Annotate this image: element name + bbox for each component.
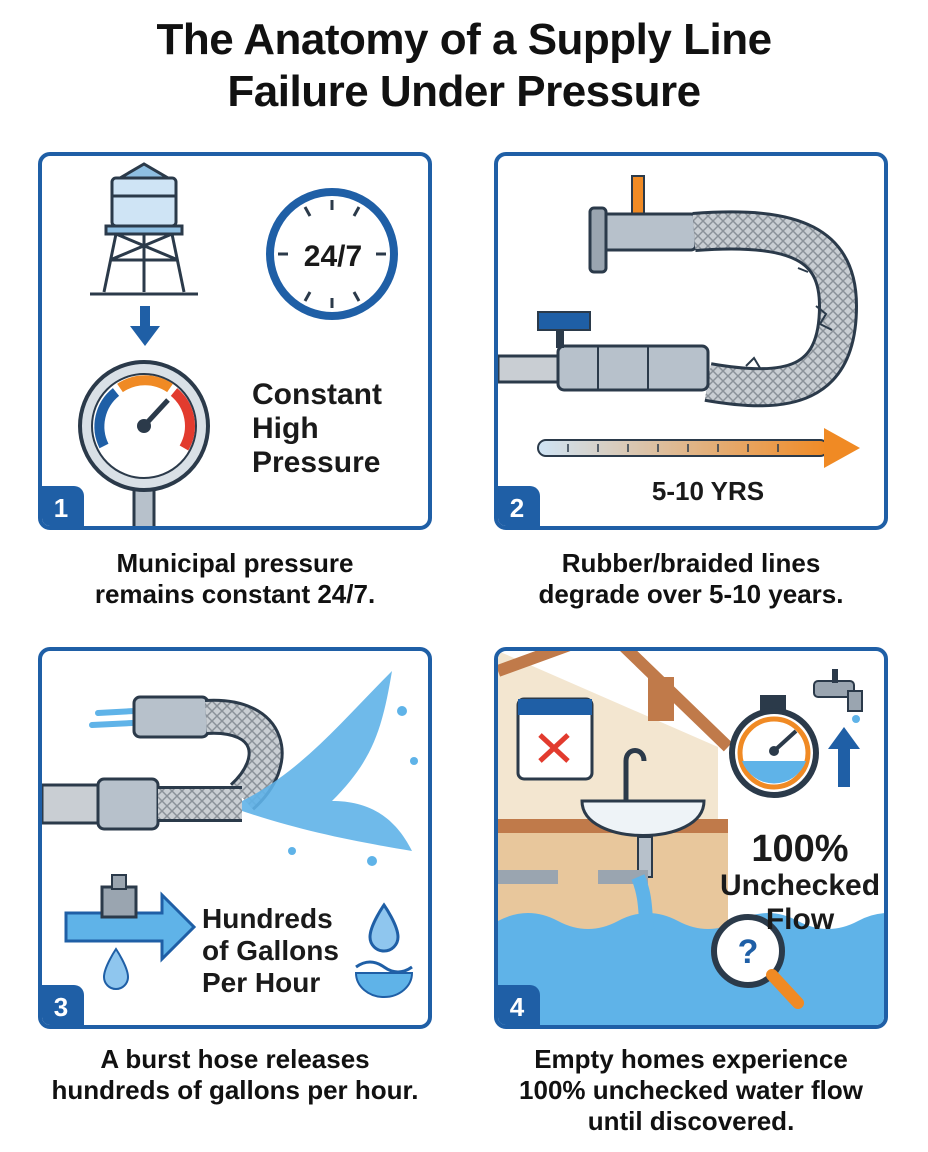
caption-4-line-2: 100% unchecked water flow [519, 1075, 863, 1105]
faucet-arrow-icon [64, 874, 197, 990]
panel-3-text-line-2: of Gallons [202, 935, 339, 966]
caption-3-line-1: A burst hose releases [100, 1044, 370, 1074]
timeline-arrow-icon [537, 428, 860, 468]
caption-1-line-2: remains constant 24/7. [94, 579, 376, 609]
clock-label: 24/7 [303, 240, 363, 273]
panel-4-text-line-1: 100% [751, 828, 849, 870]
title-line-2: Failure Under Pressure [227, 67, 701, 116]
page-title: The Anatomy of a Supply Line Failure Und… [0, 14, 928, 118]
caption-1: Municipal pressure remains constant 24/7… [38, 548, 432, 610]
caption-2-line-2: degrade over 5-10 years. [538, 579, 844, 609]
panel-4-text: 100% Unchecked Flow [720, 829, 880, 937]
panel-3-text-line-3: Per Hour [202, 967, 321, 998]
water-tower-icon [90, 162, 198, 296]
clock-icon [266, 188, 398, 320]
panel-1-badge: 1 [42, 486, 84, 526]
pressure-gauge-icon [78, 360, 210, 526]
caption-4: Empty homes experience 100% unchecked wa… [484, 1044, 898, 1137]
panel-4-badge: 4 [498, 985, 540, 1025]
caption-3: A burst hose releases hundreds of gallon… [18, 1044, 452, 1106]
panel-1-text-line-1: Constant [252, 378, 382, 411]
svg-text:?: ? [738, 933, 759, 971]
panel-1-text: Constant High Pressure [252, 378, 382, 480]
panel-3-text-line-1: Hundreds [202, 903, 333, 934]
panel-2-degradation: 5-10 YRS 2 [494, 152, 888, 530]
caption-4-line-1: Empty homes experience [534, 1044, 848, 1074]
caption-1-line-1: Municipal pressure [116, 548, 354, 578]
panel-4-unchecked: ? 100% Unchecked Flow 4 [494, 647, 888, 1029]
valve-icon [537, 311, 591, 348]
panel-3-text: Hundreds of Gallons Per Hour [202, 903, 339, 999]
panel-4-text-line-3: Flow [765, 903, 835, 936]
panel-1-pressure: 24/7 Constant High Pressure 1 [38, 152, 432, 530]
caption-2: Rubber/braided lines degrade over 5-10 y… [494, 548, 888, 610]
burst-hose-icon [42, 671, 418, 866]
up-arrow-icon [828, 727, 860, 787]
caption-4-line-3: until discovered. [587, 1106, 795, 1136]
braided-hose-icon [498, 175, 859, 408]
panel-4-text-line-2: Unchecked [720, 869, 881, 902]
calendar-x-icon [516, 697, 594, 781]
water-meter-icon [729, 695, 819, 798]
panel-1-text-line-2: High [252, 412, 319, 445]
water-drop-icon [354, 902, 414, 998]
panel-3-burst: Hundreds of Gallons Per Hour 3 [38, 647, 432, 1029]
title-line-1: The Anatomy of a Supply Line [156, 15, 772, 64]
panel-1-text-line-3: Pressure [252, 446, 381, 479]
panel-3-badge: 3 [42, 985, 84, 1025]
timeline-label: 5-10 YRS [651, 476, 765, 506]
caption-2-line-1: Rubber/braided lines [561, 548, 821, 578]
down-arrow-icon [130, 306, 160, 346]
caption-3-line-2: hundreds of gallons per hour. [51, 1075, 419, 1105]
magnifier-question-icon: ? [711, 914, 804, 1009]
panel-2-badge: 2 [498, 486, 540, 526]
faucet-icon [813, 669, 863, 723]
